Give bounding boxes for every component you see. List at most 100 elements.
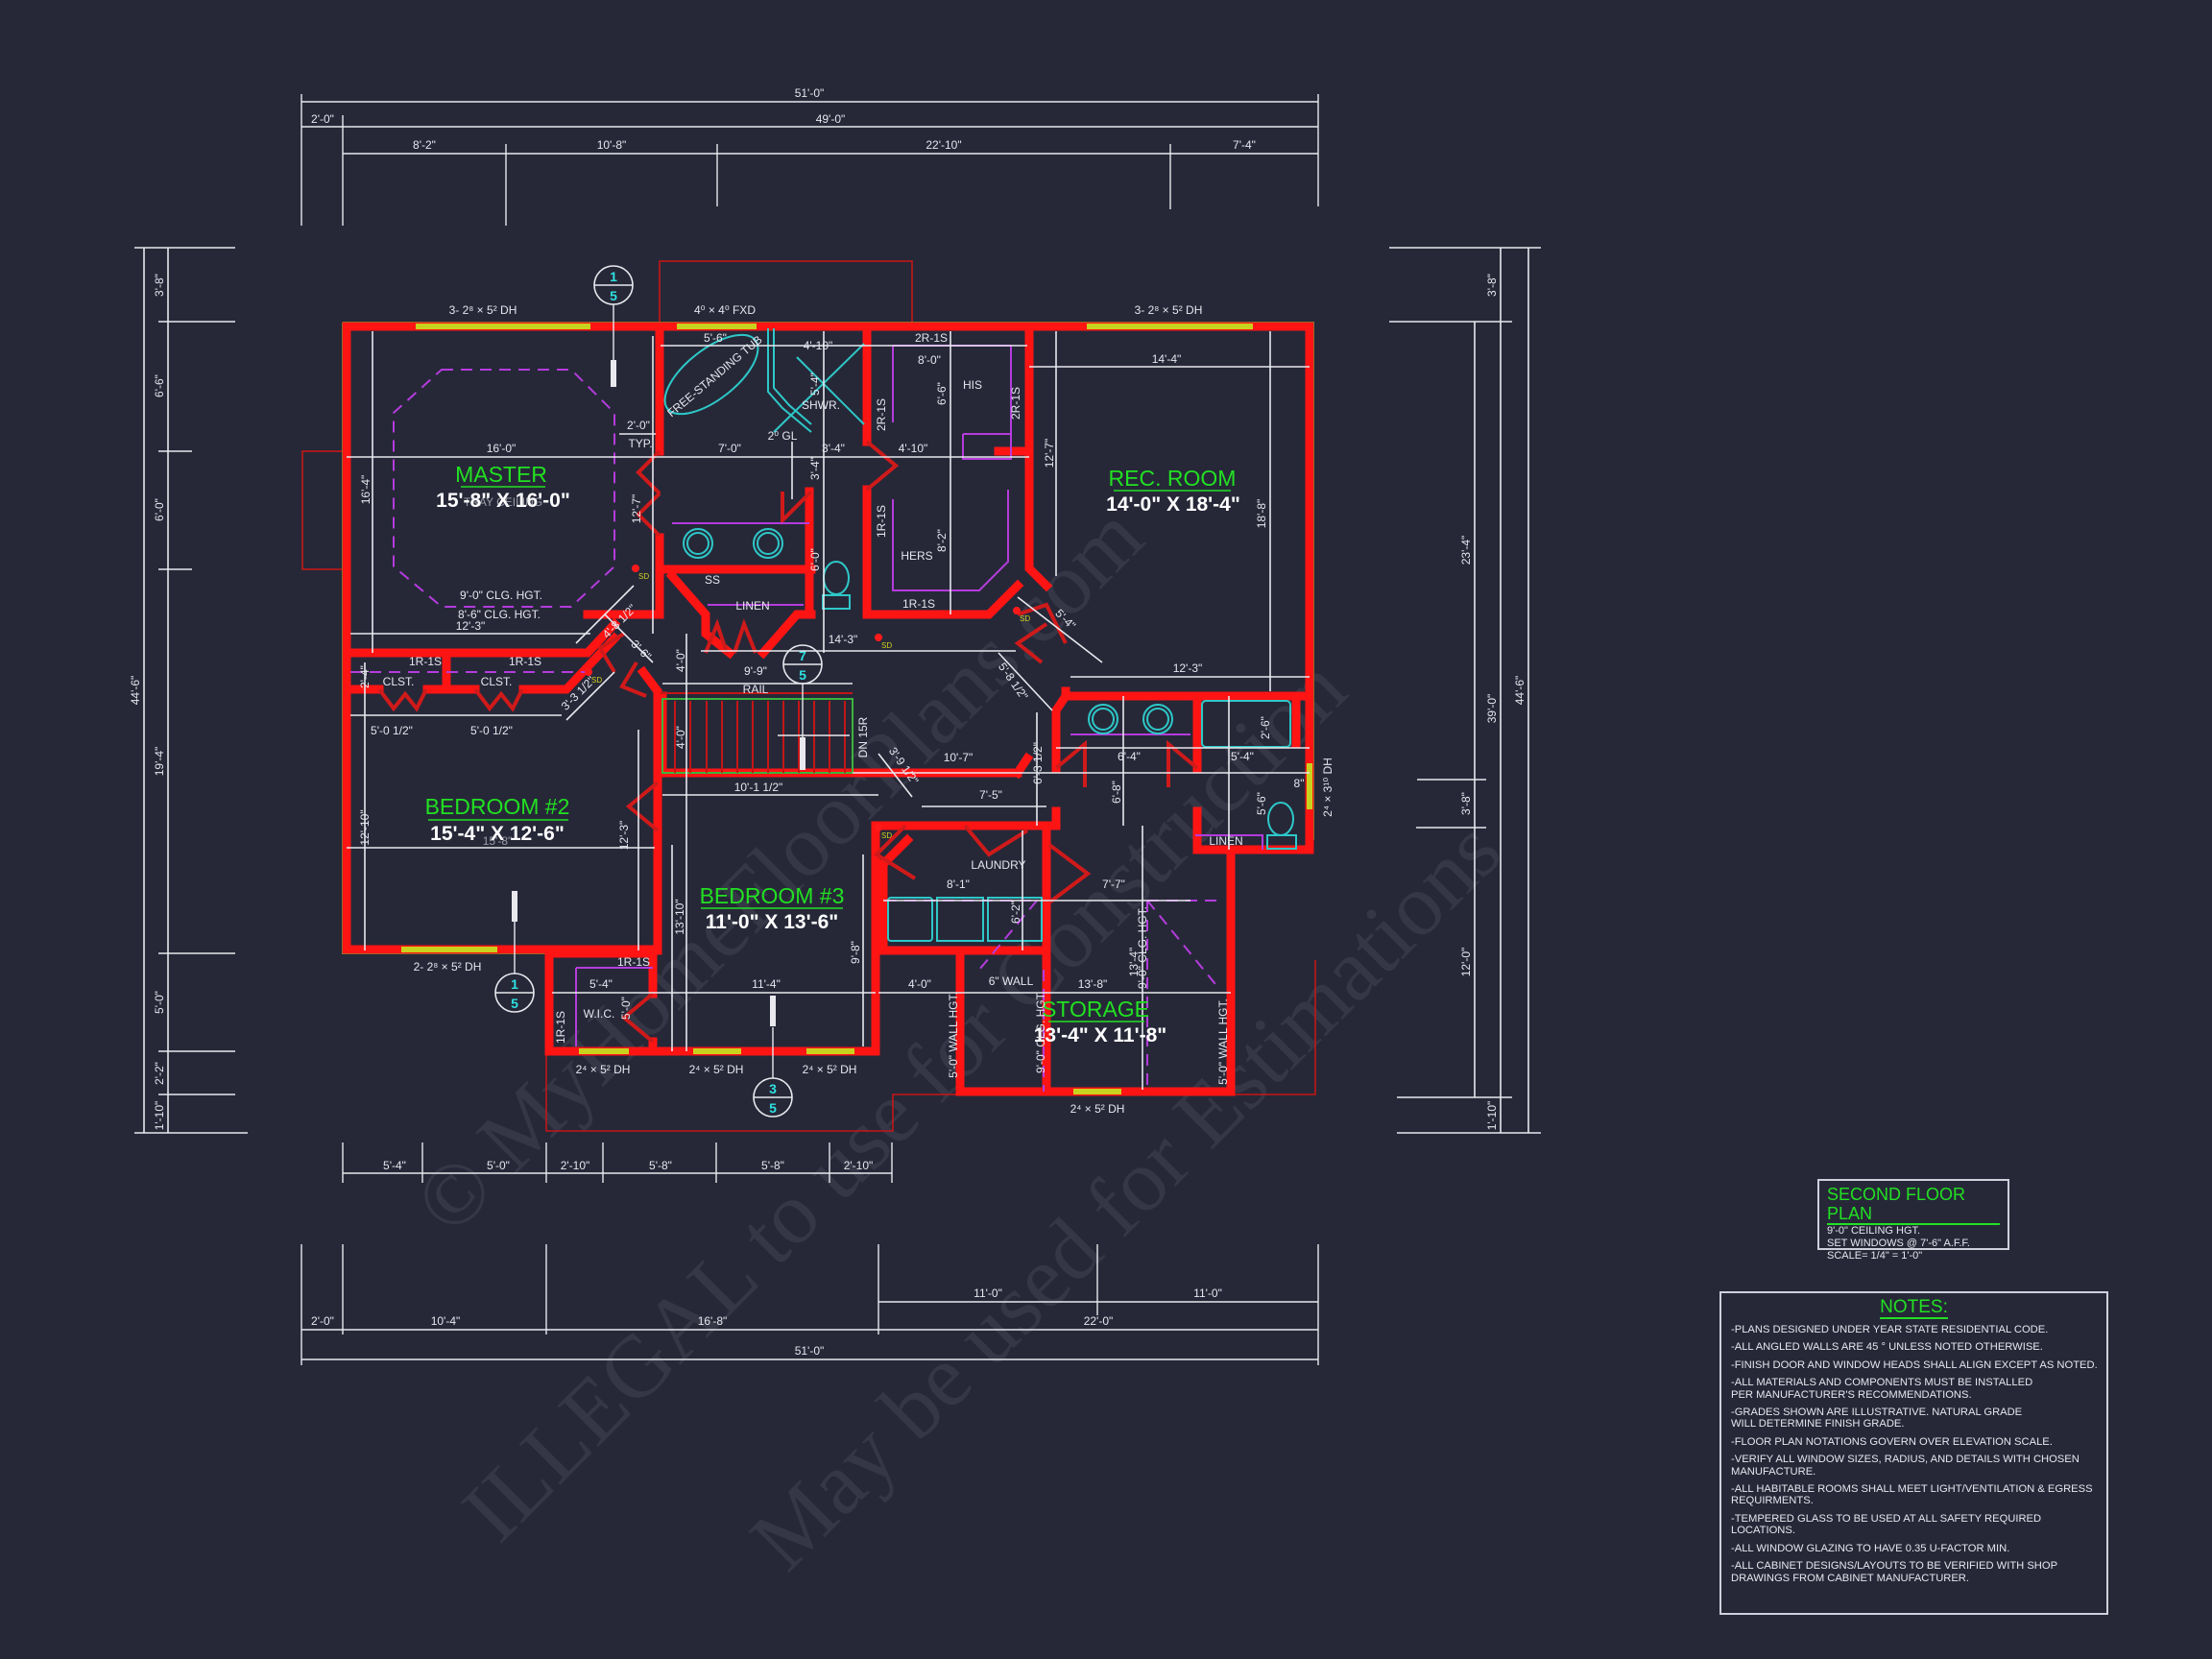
svg-text:5'-6": 5'-6" (1255, 792, 1268, 815)
svg-text:1R-1S: 1R-1S (509, 655, 541, 668)
svg-text:11'-0" X 13'-6": 11'-0" X 13'-6" (706, 911, 838, 933)
svg-text:16'-0": 16'-0" (487, 442, 517, 455)
svg-text:2R-1S: 2R-1S (875, 398, 888, 431)
svg-text:2R-1S: 2R-1S (1009, 387, 1022, 420)
svg-text:3: 3 (769, 1081, 777, 1096)
room-rec-room: REC. ROOM 14'-0" X 18'-4" (1106, 466, 1240, 516)
svg-text:5'-4": 5'-4" (589, 977, 613, 991)
svg-text:3'-4": 3'-4" (822, 442, 845, 455)
svg-text:SD: SD (881, 641, 892, 650)
svg-text:7'-5": 7'-5" (979, 788, 1002, 802)
svg-text:8": 8" (1294, 777, 1305, 790)
left-dimensions: 3'-8" 6'-6" 6'-0" 19'-4" 5'-0" 2'-2" 1'-… (129, 247, 248, 1134)
svg-text:5'-4": 5'-4" (1231, 750, 1254, 763)
svg-text:13'-4" X 11'-8": 13'-4" X 11'-8" (1034, 1024, 1166, 1046)
svg-text:LAUNDRY: LAUNDRY (971, 858, 1025, 872)
room-bedroom-3: BEDROOM #3 11'-0" X 13'-6" (700, 883, 845, 933)
svg-text:4'-0": 4'-0" (674, 726, 687, 749)
svg-text:12'-3": 12'-3" (456, 619, 486, 633)
svg-text:5'-4": 5'-4" (808, 373, 822, 396)
notes-block: NOTES: -PLANS DESIGNED UNDER YEAR STATE … (1719, 1291, 2108, 1615)
svg-text:9'-0" CLG. HGT.: 9'-0" CLG. HGT. (1136, 906, 1149, 989)
svg-text:2'-6": 2'-6" (1259, 716, 1272, 739)
svg-text:2⁴ × 5² DH: 2⁴ × 5² DH (803, 1063, 857, 1076)
svg-text:2'-0": 2'-0" (311, 112, 334, 126)
note-item: -PLANS DESIGNED UNDER YEAR STATE RESIDEN… (1731, 1324, 2049, 1335)
svg-text:TRAY CEILING: TRAY CEILING (464, 495, 542, 509)
svg-text:7: 7 (799, 648, 806, 663)
svg-text:39'-0": 39'-0" (1485, 694, 1499, 724)
svg-text:23'-4": 23'-4" (1459, 536, 1473, 565)
title-line: SCALE= 1/4" = 1'-0" (1827, 1250, 1923, 1262)
svg-text:HERS: HERS (901, 549, 932, 563)
svg-text:2'-10": 2'-10" (561, 1159, 590, 1172)
svg-text:6" WALL: 6" WALL (989, 974, 1034, 988)
interior-dimension-lines (347, 331, 1310, 1090)
section-marker[interactable]: 1 5 (494, 891, 535, 1013)
svg-text:2⁴ × 5² DH: 2⁴ × 5² DH (689, 1063, 744, 1076)
svg-text:4'-10": 4'-10" (804, 339, 833, 352)
svg-text:5'-0 1/2": 5'-0 1/2" (470, 724, 513, 737)
title-line: SET WINDOWS @ 7'-6" A.F.F. (1827, 1238, 1970, 1249)
svg-text:1: 1 (511, 976, 518, 992)
stairs (661, 692, 854, 774)
svg-text:BEDROOM #3: BEDROOM #3 (700, 883, 845, 908)
svg-text:3- 2⁸ × 5² DH: 3- 2⁸ × 5² DH (449, 303, 517, 317)
svg-text:22'-0": 22'-0" (1084, 1314, 1114, 1328)
svg-text:SD: SD (638, 572, 649, 581)
svg-text:RAIL: RAIL (743, 683, 769, 696)
svg-text:10'-4": 10'-4" (431, 1314, 461, 1328)
svg-text:1R-1S: 1R-1S (554, 1011, 567, 1044)
svg-text:TYP.: TYP. (628, 437, 652, 450)
section-marker[interactable]: 1 5 (593, 265, 634, 387)
svg-text:2'-2": 2'-2" (153, 1062, 166, 1085)
svg-text:3'-8": 3'-8" (153, 274, 166, 297)
svg-text:5'-0": 5'-0" (487, 1159, 510, 1172)
svg-text:5'-0": 5'-0" (153, 991, 166, 1014)
sheet-title: SECOND FLOOR PLAN (1827, 1185, 2000, 1225)
svg-text:12'-10": 12'-10" (358, 809, 372, 845)
svg-text:HIS: HIS (963, 378, 982, 392)
note-item: -ALL MATERIALS AND COMPONENTS MUST BE IN… (1731, 1377, 2033, 1401)
room-storage: STORAGE 13'-4" X 11'-8" (1034, 997, 1166, 1046)
svg-text:9'-9": 9'-9" (744, 664, 767, 678)
svg-text:12'-7": 12'-7" (630, 494, 643, 524)
svg-text:W.I.C.: W.I.C. (584, 1007, 615, 1021)
section-marker[interactable]: 7 5 (782, 644, 823, 737)
svg-text:8'-2": 8'-2" (935, 529, 949, 552)
svg-text:2⁰ GL: 2⁰ GL (768, 429, 798, 443)
svg-text:4'-10": 4'-10" (899, 442, 928, 455)
svg-text:11'-0": 11'-0" (974, 1286, 1002, 1300)
svg-text:CLST.: CLST. (481, 675, 513, 688)
section-marker[interactable]: 3 5 (753, 996, 793, 1118)
svg-text:5: 5 (769, 1100, 777, 1116)
svg-text:REC. ROOM: REC. ROOM (1109, 466, 1237, 491)
svg-text:2'-10": 2'-10" (844, 1159, 874, 1172)
svg-text:4⁰ × 4⁰ FXD: 4⁰ × 4⁰ FXD (694, 303, 756, 317)
svg-text:5'-8": 5'-8" (761, 1159, 784, 1172)
note-item: -ALL WINDOW GLAZING TO HAVE 0.35 U-FACTO… (1731, 1542, 2010, 1554)
svg-text:11'-0": 11'-0" (1193, 1286, 1222, 1300)
svg-text:5: 5 (511, 996, 518, 1011)
svg-text:9'-8": 9'-8" (849, 941, 862, 964)
svg-text:6'-6": 6'-6" (153, 374, 166, 397)
note-item: -ALL ANGLED WALLS ARE 45 ° UNLESS NOTED … (1731, 1341, 2043, 1354)
svg-text:5'-0" WALL HGT.: 5'-0" WALL HGT. (947, 992, 960, 1078)
note-item: -FLOOR PLAN NOTATIONS GOVERN OVER ELEVAT… (1731, 1435, 2053, 1448)
svg-text:4'-0": 4'-0" (674, 649, 687, 672)
svg-text:19'-4": 19'-4" (153, 747, 166, 777)
svg-text:8'-1": 8'-1" (947, 878, 970, 891)
svg-text:8'-2": 8'-2" (413, 138, 436, 152)
svg-text:2'-4": 2'-4" (358, 665, 372, 688)
svg-text:2⁴ × 5² DH: 2⁴ × 5² DH (1070, 1102, 1125, 1116)
svg-text:BEDROOM #2: BEDROOM #2 (425, 794, 570, 819)
note-item: -ALL CABINET DESIGNS/LAYOUTS TO BE VERIF… (1731, 1560, 2058, 1584)
svg-text:12'-0": 12'-0" (1459, 948, 1473, 977)
sheet-title-block: SECOND FLOOR PLAN 9'-0" CEILING HGT. SET… (1817, 1179, 2009, 1262)
svg-text:9'-0" CLG. HGT.: 9'-0" CLG. HGT. (1034, 991, 1047, 1073)
svg-text:8'-6" CLG. HGT.: 8'-6" CLG. HGT. (458, 608, 541, 621)
svg-text:7'-4": 7'-4" (1233, 138, 1256, 152)
svg-text:6'-8": 6'-8" (1110, 781, 1123, 804)
room-bedroom-2: BEDROOM #2 15'-4" X 12'-6" (425, 794, 570, 845)
note-item: -FINISH DOOR AND WINDOW HEADS SHALL ALIG… (1731, 1358, 2098, 1371)
